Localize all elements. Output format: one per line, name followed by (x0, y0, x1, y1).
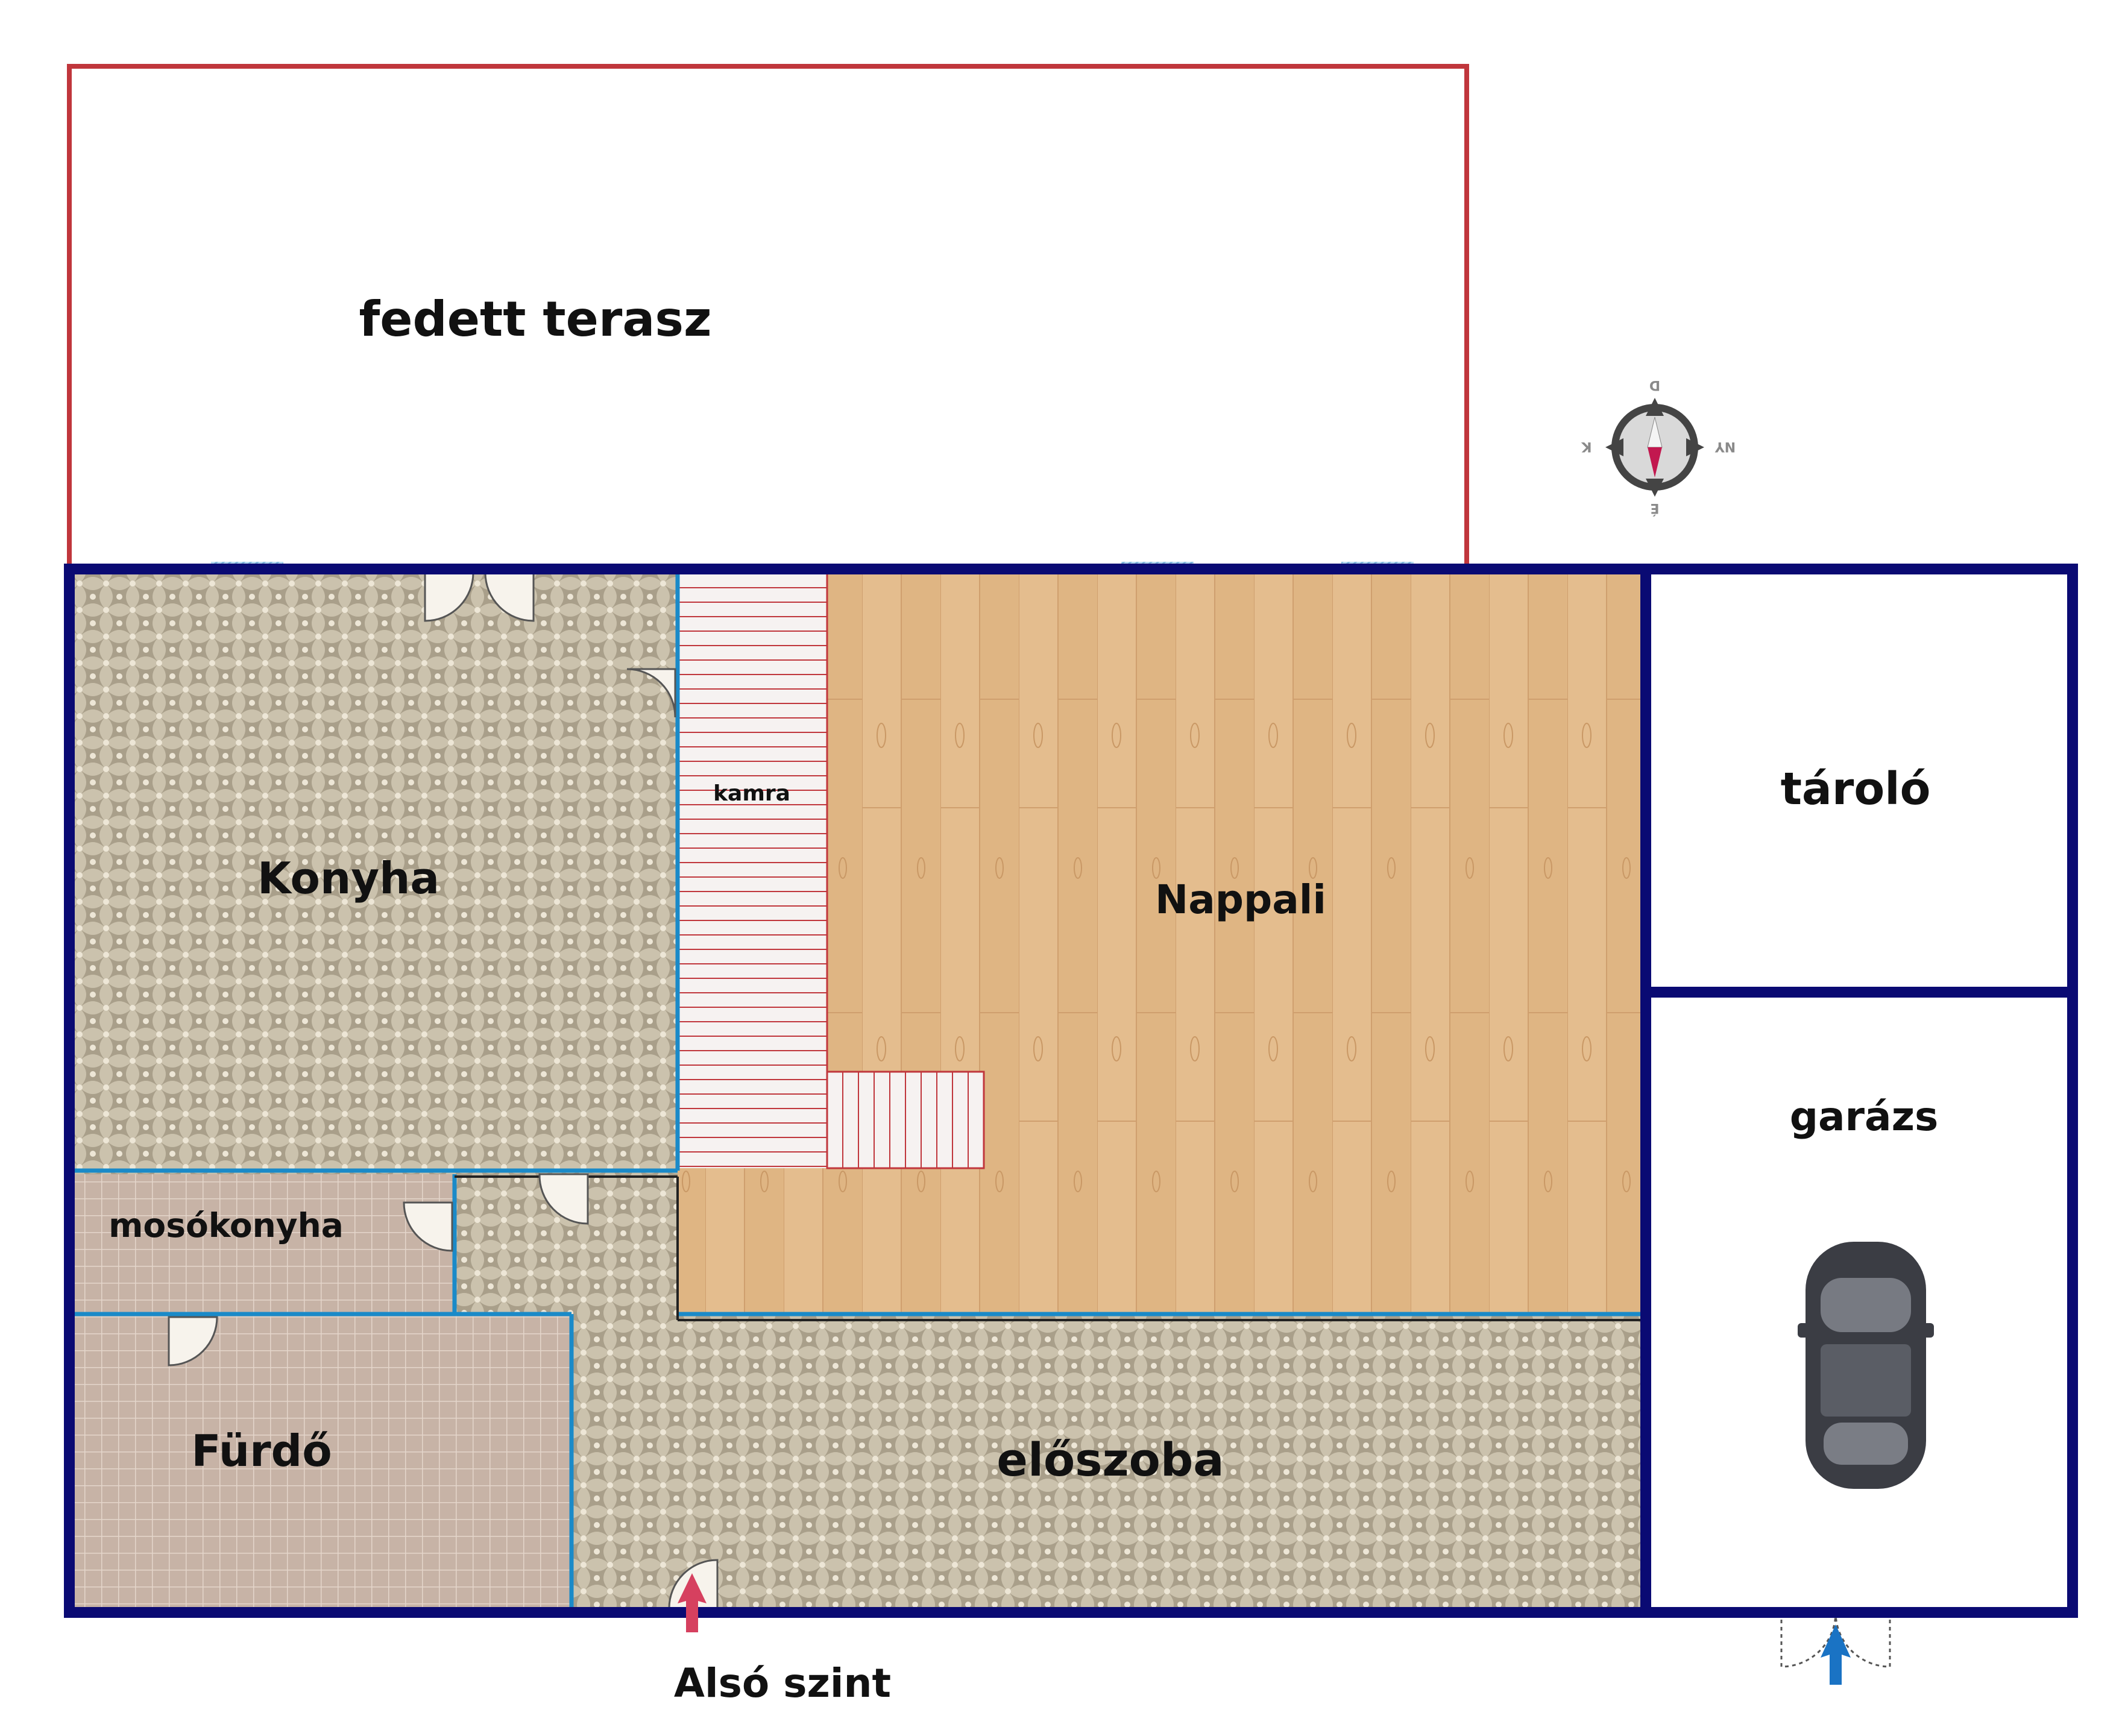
door (168, 1316, 218, 1366)
compass-icon (1605, 398, 1704, 497)
compass-west: K (1581, 439, 1592, 454)
living-label: Nappali (1155, 876, 1326, 923)
pantry-label: kamra (713, 781, 790, 806)
terrace-label: fedett terasz (359, 291, 711, 347)
living-floor (678, 573, 1641, 1314)
level-caption: Alsó szint (674, 1660, 891, 1706)
kitchen-floor (74, 573, 678, 1168)
compass-east: NY (1714, 439, 1736, 454)
compass-north: D (1649, 377, 1660, 392)
door (424, 571, 474, 622)
bathroom-floor (74, 1314, 571, 1608)
garage-door (1780, 1612, 1891, 1668)
door (538, 1173, 589, 1225)
car-icon (1798, 1242, 1934, 1489)
interior-walls (74, 573, 1641, 1608)
entrance-arrow-icon (678, 1573, 707, 1632)
door (403, 1201, 453, 1252)
garage-label: garázs (1790, 1093, 1939, 1140)
landing-stair-lines (842, 1072, 969, 1168)
garage-arrow-icon (1821, 1624, 1851, 1685)
bathroom-label: Fürdő (191, 1426, 332, 1476)
door (626, 668, 676, 718)
outer-walls (64, 564, 2078, 1618)
door (484, 571, 535, 622)
compass-south: É (1650, 500, 1659, 516)
terrace-outline (67, 64, 1469, 573)
pantry-floor (678, 573, 827, 1168)
kitchen-label: Konyha (257, 853, 439, 904)
hall-label: előszoba (996, 1433, 1224, 1486)
pantry-stair-lines (678, 573, 828, 1168)
laundry-label: mosókonyha (109, 1206, 344, 1245)
laundry-floor (74, 1174, 455, 1314)
storage-label: tároló (1781, 763, 1931, 815)
